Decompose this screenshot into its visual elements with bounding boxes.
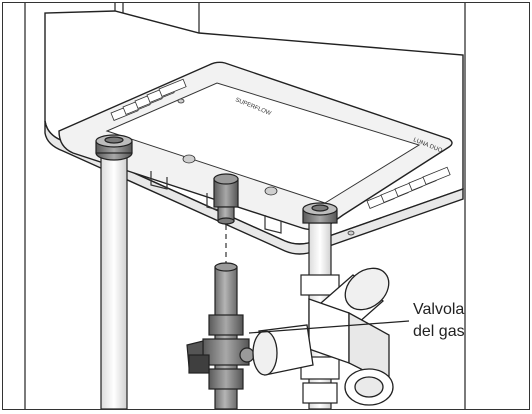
callout-leader-line	[248, 320, 410, 334]
gas-valve-assembly	[186, 262, 255, 409]
diagram-frame: SUPERFLOW LUNA DUO	[2, 2, 530, 410]
callout-line-1: Valvola	[413, 301, 465, 318]
fill-valve-block	[252, 267, 394, 406]
gas-connector	[213, 173, 239, 225]
left-water-pipe	[95, 134, 133, 409]
callout-line-2: del gas	[413, 323, 465, 340]
gas-valve-callout: Valvola del gas	[413, 299, 465, 343]
boiler-body	[44, 10, 464, 255]
installation-illustration: SUPERFLOW LUNA DUO	[24, 3, 466, 409]
